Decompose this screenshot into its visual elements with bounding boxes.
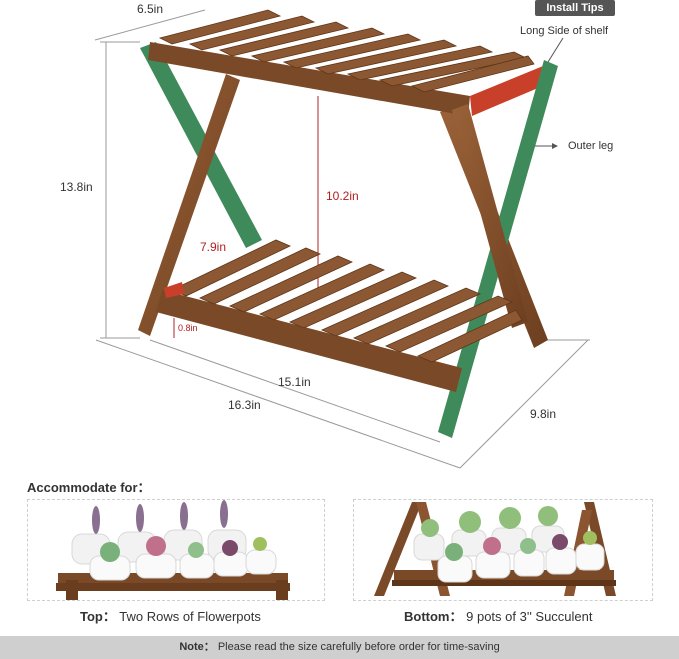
dim-length-inner: 15.1in (278, 375, 311, 389)
long-side-red (470, 64, 552, 116)
footer-note-text: Please read the size carefully before or… (217, 641, 500, 653)
bottom-photo-panel (353, 499, 653, 601)
outer-leg-tip: Outer leg (568, 140, 614, 152)
top-photo (56, 500, 290, 600)
bottom-caption: Bottom： 9 pots of 3'' Succulent (404, 606, 593, 625)
bottom-caption-label: Bottom： (404, 609, 463, 624)
front-leg-brown (452, 104, 528, 328)
back-leg-left (138, 74, 240, 336)
top-caption-text: Two Rows of Flowerpots (119, 609, 261, 624)
long-side-tip: Long Side of shelf (520, 25, 609, 37)
top-caption: Top： Two Rows of Flowerpots (80, 606, 261, 625)
top-photo-panel (27, 499, 325, 601)
dim-length-total: 16.3in (228, 398, 261, 412)
bottom-shelf-red (164, 282, 184, 298)
bottom-shelf-frame (156, 290, 462, 392)
top-shelf-slats (158, 9, 535, 93)
install-tips-badge: Install Tips (535, 0, 615, 16)
bottom-caption-text: 9 pots of 3'' Succulent (466, 609, 593, 624)
dim-lower-gap: 7.9in (200, 240, 227, 254)
top-shelf-frame (148, 42, 470, 116)
bottom-shelf-slats (171, 239, 523, 363)
bottom-photo (374, 502, 616, 596)
footer-note-label: Note： (179, 641, 215, 653)
dim-height-total: 13.8in (60, 180, 93, 194)
dim-width-top: 6.5in (137, 2, 164, 16)
footer-note: Note： Please read the size carefully bef… (0, 636, 679, 659)
plant-stand-illustration (138, 9, 558, 438)
accommodate-heading: Accommodate for： (27, 480, 151, 495)
dim-bottom-clearance: 0.8in (178, 323, 198, 333)
dim-height-inner: 10.2in (326, 189, 359, 203)
back-leg-green (140, 42, 262, 248)
top-caption-label: Top： (80, 609, 116, 624)
dim-depth: 9.8in (530, 407, 557, 421)
